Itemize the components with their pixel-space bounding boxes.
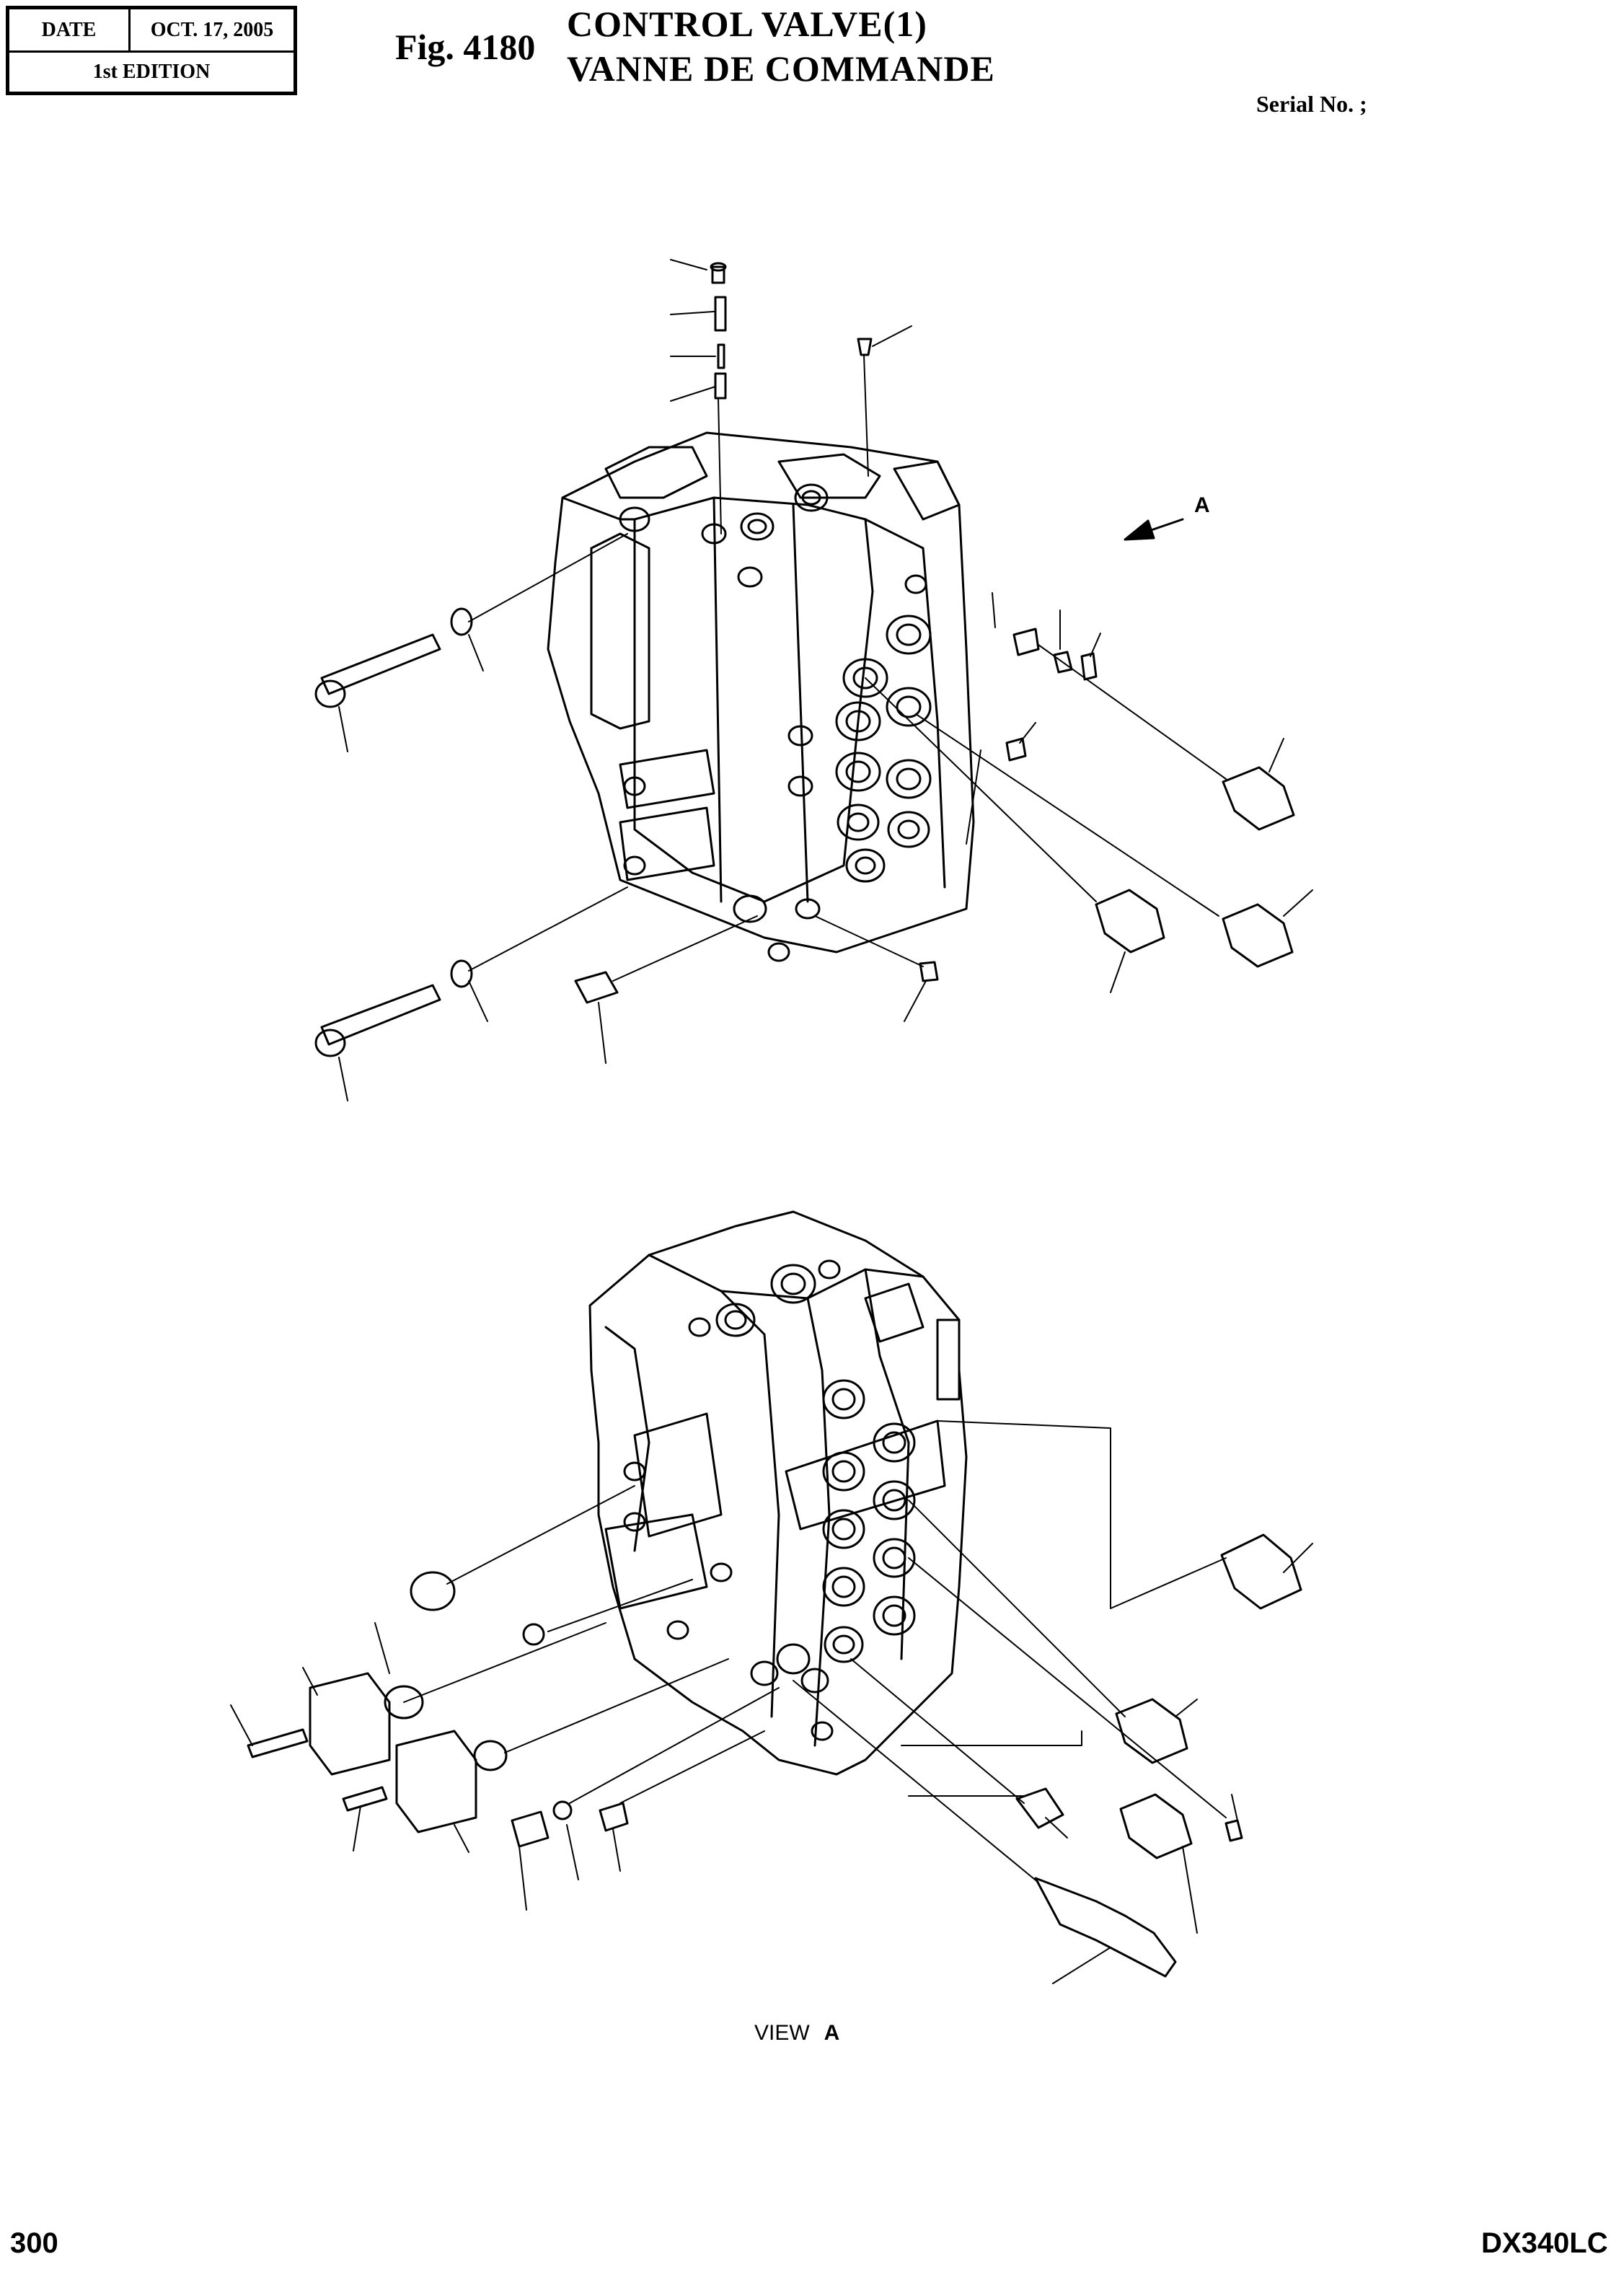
top-part-bolts-and-plugs [316, 263, 1096, 1056]
valve-body-top [548, 433, 974, 952]
view-a-arrow-label: A [1194, 493, 1210, 517]
date-box: DATE OCT. 17, 2005 1st EDITION [6, 6, 297, 95]
relief-valve-cartridges-top [1096, 767, 1294, 967]
edition-label: 1st EDITION [92, 61, 211, 83]
page-number: 300 [10, 2227, 58, 2259]
valve-ports-bottom [625, 1261, 914, 1740]
leader-lines-bottom [231, 1421, 1312, 1983]
view-a-caption: VIEW A [754, 2021, 839, 2046]
figure-number: Fig. 4180 [395, 27, 536, 67]
date-value: OCT. 17, 2005 [131, 9, 294, 53]
bottom-parts [248, 1535, 1301, 1976]
view-letter: A [824, 2021, 840, 2045]
model-name: DX340LC [1481, 2227, 1608, 2259]
valve-ports-top [620, 485, 930, 961]
leader-lines-top [339, 260, 1312, 1101]
view-a-arrow [1125, 519, 1183, 540]
date-label: DATE [9, 9, 131, 53]
view-label: VIEW [754, 2021, 810, 2045]
page-title-french: VANNE DE COMMANDE [567, 48, 995, 89]
serial-number-label: Serial No. ; [1256, 91, 1367, 117]
page-title-english: CONTROL VALVE(1) [567, 4, 927, 44]
